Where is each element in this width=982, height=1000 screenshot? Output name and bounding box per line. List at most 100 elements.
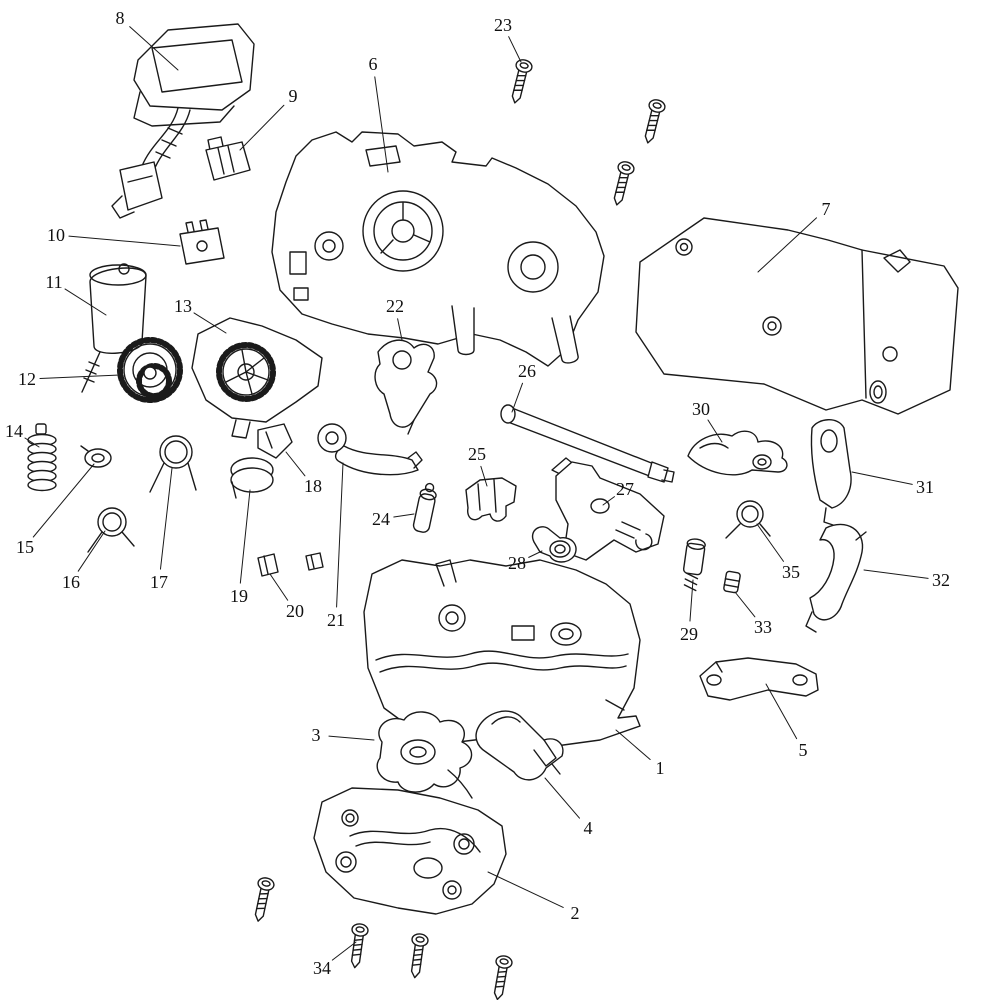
leader-line-10	[68, 235, 181, 247]
part-callout-15: 15	[16, 463, 95, 557]
leader-line-3	[328, 735, 375, 741]
leader-line-29	[689, 579, 694, 622]
part-callout-26: 26	[511, 361, 536, 413]
part-number-20: 20	[286, 601, 304, 621]
part-16-torsion-spring	[87, 507, 135, 553]
leader-line-7	[757, 217, 817, 273]
part-number-31: 31	[916, 477, 934, 497]
part-17-torsion-spring	[149, 435, 197, 493]
part-callout-10: 10	[47, 225, 181, 247]
leader-line-34	[331, 941, 357, 961]
part-number-10: 10	[47, 225, 65, 245]
part-callout-33: 33	[734, 591, 772, 637]
part-callout-19: 19	[230, 489, 251, 606]
part-callout-7: 7	[757, 199, 831, 273]
part-32-curved-bracket	[805, 523, 867, 633]
part-number-30: 30	[692, 399, 710, 419]
leader-line-4	[544, 777, 581, 819]
part-13-gear-plate	[191, 317, 323, 439]
leader-line-5	[765, 683, 798, 740]
part-number-24: 24	[372, 509, 390, 529]
part-31-side-bracket	[810, 419, 852, 527]
part-number-23: 23	[494, 15, 512, 35]
leader-line-30	[707, 419, 723, 443]
part-number-26: 26	[518, 361, 536, 381]
part-callout-21: 21	[327, 462, 345, 630]
part-callout-29: 29	[680, 579, 698, 644]
part-12-gear-wheel	[117, 337, 183, 403]
part-number-22: 22	[386, 296, 404, 316]
part-callout-12: 12	[18, 369, 121, 389]
part-callout-5: 5	[765, 683, 808, 760]
part-19-coil-spring	[230, 457, 274, 499]
part-number-19: 19	[230, 586, 248, 606]
part-callout-25: 25	[468, 444, 488, 487]
leader-line-21	[336, 462, 344, 608]
part-28-clamp	[531, 526, 577, 563]
part-30-pawl-hook	[687, 430, 788, 476]
part-number-9: 9	[289, 86, 298, 106]
part-15-washer	[80, 445, 112, 468]
leader-line-1	[615, 729, 651, 761]
leader-line-24	[393, 513, 415, 518]
part-number-6: 6	[369, 54, 378, 74]
part-callout-27: 27	[602, 479, 634, 506]
leader-line-18	[285, 451, 306, 477]
leader-line-8	[129, 26, 179, 71]
part-callout-6: 6	[369, 54, 389, 173]
part-callout-34: 34	[313, 941, 357, 978]
part-11-motor	[81, 263, 147, 393]
leader-line-33	[734, 591, 756, 618]
part-3-cam-rotor	[376, 711, 473, 799]
leader-line-16	[77, 530, 106, 572]
part-18-retaining-clip	[257, 423, 293, 459]
part-24-cylinder-pin	[412, 482, 437, 533]
part-10-micro-switch	[179, 219, 225, 265]
part-number-35: 35	[782, 562, 800, 582]
part-callout-3: 3	[312, 725, 375, 745]
part-8-plug-connector	[111, 23, 255, 219]
leader-line-25	[480, 465, 488, 487]
part-callout-22: 22	[386, 296, 404, 341]
part-25-guide-clip	[465, 477, 517, 522]
part-callout-2: 2	[487, 871, 580, 923]
part-callout-35: 35	[756, 523, 800, 582]
part-number-3: 3	[312, 725, 321, 745]
part-2-bottom-plate	[313, 787, 507, 915]
part-number-14: 14	[5, 421, 23, 441]
part-number-21: 21	[327, 610, 345, 630]
part-number-25: 25	[468, 444, 486, 464]
part-number-1: 1	[656, 758, 665, 778]
leader-line-20	[269, 573, 289, 601]
part-6-main-housing	[271, 131, 605, 367]
leader-line-13	[193, 312, 227, 334]
part-27-flat-lever	[551, 457, 665, 561]
part-5-strap-bracket	[699, 657, 819, 701]
part-1-lock-housing	[363, 559, 641, 747]
leader-line-2	[487, 871, 564, 908]
leader-line-17	[159, 467, 173, 570]
part-14-coil-spring	[27, 423, 57, 492]
part-number-17: 17	[150, 572, 168, 592]
part-number-18: 18	[304, 476, 322, 496]
part-20-bushing	[257, 553, 279, 577]
leader-line-11	[64, 288, 107, 316]
part-number-32: 32	[932, 570, 950, 590]
leader-line-28	[528, 550, 543, 558]
part-number-15: 15	[16, 537, 34, 557]
part-callout-20: 20	[269, 573, 304, 621]
part-callout-17: 17	[150, 467, 173, 592]
leader-line-9	[239, 104, 285, 151]
part-33-bushing	[723, 570, 741, 594]
part-number-11: 11	[45, 272, 62, 292]
part-callout-9: 9	[239, 86, 298, 151]
part-callout-1: 1	[615, 729, 665, 778]
leader-line-32	[863, 569, 929, 579]
part-callout-11: 11	[45, 272, 107, 316]
part-7-cover-plate	[635, 217, 959, 415]
leader-line-31	[851, 471, 913, 485]
leader-line-27	[602, 496, 615, 506]
part-number-27: 27	[616, 479, 634, 499]
